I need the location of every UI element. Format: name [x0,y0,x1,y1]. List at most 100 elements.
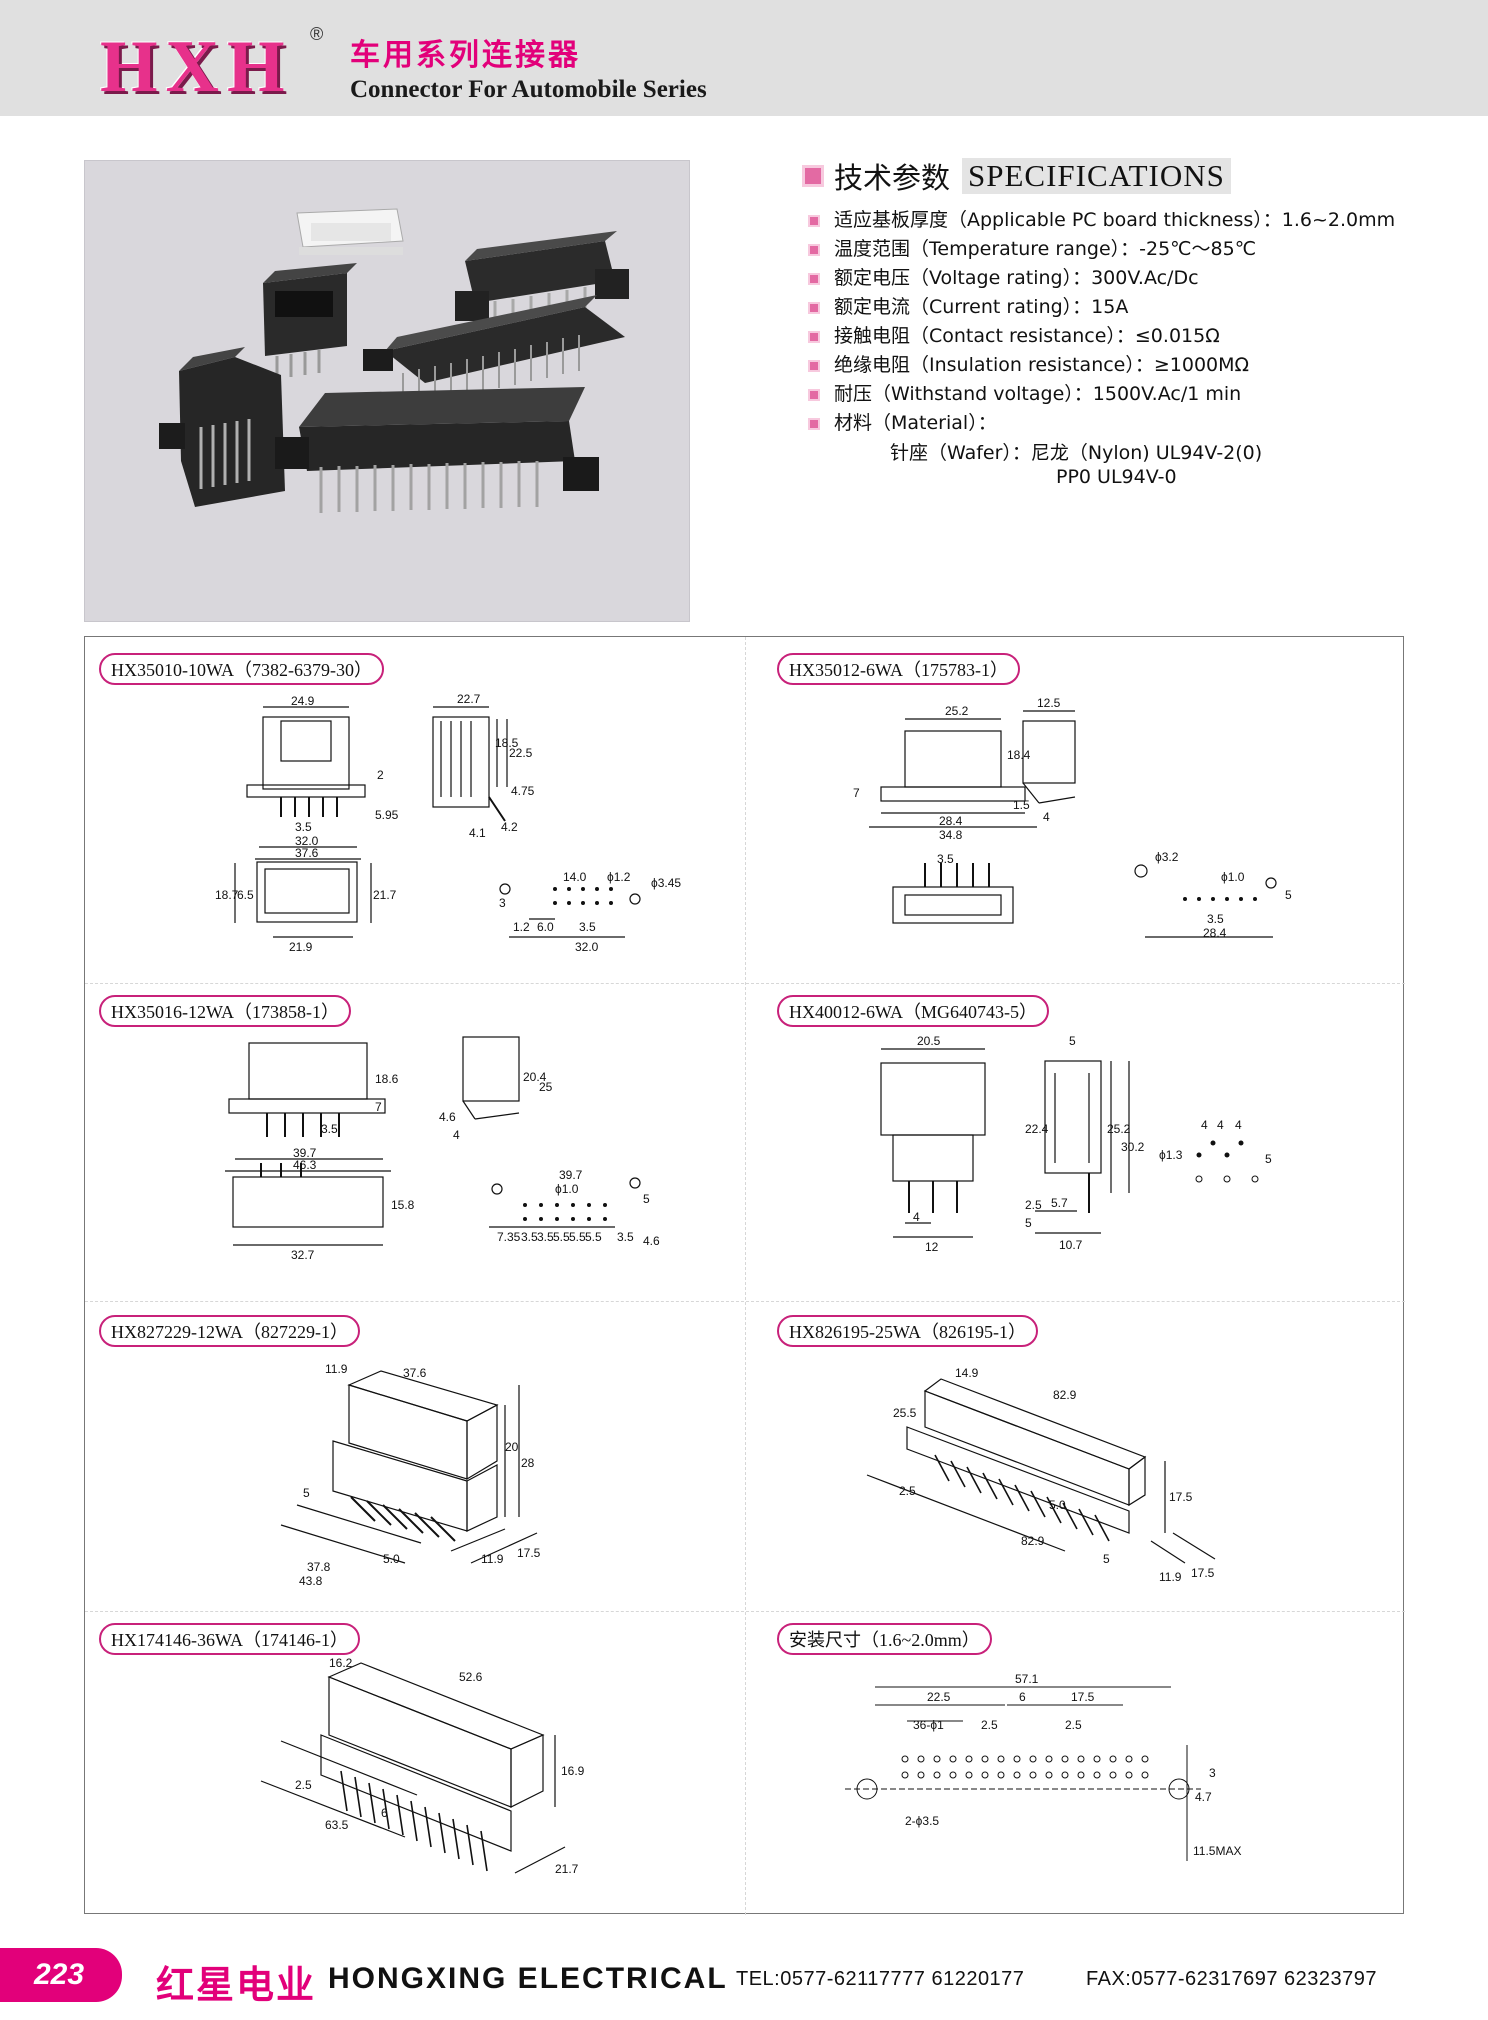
dim-label: 2.5 [295,1778,312,1792]
dim-label: 14.9 [955,1366,979,1380]
dim-label: 5.0 [1049,1498,1066,1512]
dim-label: 3 [499,896,506,910]
dim-label: 20.4 [523,1070,547,1084]
dim-label: 2.5 [899,1484,916,1498]
dim-label: 16.2 [329,1656,353,1670]
dim-label: 20 [505,1440,519,1454]
dim-label: 7 [853,786,860,800]
spec-item: 适应基板厚度（Applicable PC board thickness）：1.… [808,206,1395,235]
page-footer: 223 红星电业 HONGXING ELECTRICAL TEL:0577-62… [0,1934,1488,2020]
specifications-list: 适应基板厚度（Applicable PC board thickness）：1.… [808,206,1395,438]
square-bullet-icon [808,272,820,285]
square-bullet-icon [808,388,820,401]
dim-label: 2.5 [981,1718,998,1732]
dim-label: 15.8 [391,1198,415,1212]
black-connector-small-image [263,263,357,379]
dim-label: 37.6 [403,1366,427,1380]
model-label: 安装尺寸（1.6~2.0mm） [777,1623,992,1655]
dim-label: 5 [1025,1216,1032,1230]
dim-label: 18.6 [375,1072,399,1086]
dim-label: 82.9 [1053,1388,1077,1402]
dim-label: 3.5 [321,1122,338,1136]
dim-label: 32.7 [291,1248,315,1262]
dim-label: 22.5 [927,1690,951,1704]
square-bullet-icon [808,359,820,372]
dim-label: 3.5 [617,1230,634,1244]
dim-label: 5 [1103,1552,1110,1566]
model-label: HX35016-12WA（173858-1） [99,995,351,1027]
dim-label: 3 [1209,1766,1216,1780]
dim-label: 4.2 [501,820,518,834]
dim-label: 28.4 [939,814,963,828]
dim-label: 5 [1265,1152,1272,1166]
dim-label: 6.0 [537,920,554,934]
spec-item: 绝缘电阻（Insulation resistance）：≥1000MΩ [808,351,1395,380]
dim-label: 17.5 [1169,1490,1193,1504]
dim-label: 5.95 [375,808,399,822]
dim-label: 5 [303,1486,310,1500]
dim-label: 5 [1285,888,1292,902]
technical-drawing: 16.2 52.6 16.9 2.5 63.5 6 21.7 [260,1656,585,1876]
dim-label: 22.7 [457,692,481,706]
dim-label: 24.9 [291,694,315,708]
dim-label: 5.5 [553,1230,570,1244]
drawing-cell-hx40012: HX40012-6WA（MG640743-5） [745,983,1405,1301]
square-bullet-icon [808,330,820,343]
drawing-cell-hx827229: HX827229-12WA（827229-1） 11.9 37 [85,1301,745,1611]
white-connector-image [296,208,404,255]
grid-divider [85,1301,1405,1302]
telephone: TEL:0577-62117777 61220177 [736,1968,1025,1990]
dim-label: 5.5 [585,1230,602,1244]
dim-label: 63.5 [325,1818,349,1832]
dim-label: 1.2 [513,920,530,934]
dim-label: 3.5 [937,852,954,866]
dim-label: 6 [1019,1690,1026,1704]
dim-label: 6 [381,1806,388,1820]
dim-label: 25.2 [945,704,969,718]
dim-label: 25 [539,1080,553,1094]
page-header: HXH ® 车用系列连接器 Connector For Automobile S… [0,0,1488,116]
spec-item: 耐压（Withstand voltage）：1500V.Ac/1 min [808,380,1395,409]
dim-label: ϕ1.2 [607,870,631,884]
dim-label: ϕ3.2 [1155,850,1179,864]
dim-label: 39.7 [559,1168,583,1182]
dim-label: 17.5 [1071,1690,1095,1704]
dim-label: 5.0 [383,1552,400,1566]
dim-label: 11.5MAX [1193,1844,1241,1858]
dim-label: 4 [453,1128,460,1142]
dim-label: 28 [521,1456,535,1470]
dim-label: 4 [1217,1118,1224,1132]
dim-label: 3.5 [521,1230,538,1244]
brand-logo: HXH [100,26,293,108]
dim-label: 22.5 [509,746,533,760]
spec-item: 温度范围（Temperature range）：-25℃～85℃ [808,235,1395,264]
dim-label: 25.5 [893,1406,917,1420]
black-connector-10pin-image [159,347,285,507]
title-chinese: 车用系列连接器 [350,38,581,73]
dim-label: 11.9 [1159,1570,1182,1584]
square-bullet-icon [808,417,820,430]
technical-drawing: 24.9 22.7 18.5 22.5 2 4.75 5.95 4.2 4.1 … [215,692,681,954]
dim-label: ϕ1.0 [1221,870,1245,884]
dim-label: 4.75 [511,784,535,798]
spec-item: 额定电压（Voltage rating）：300V.Ac/Dc [808,264,1395,293]
drawing-cell-hx35010: HX35010-10WA（7382-6379-30） [85,637,745,983]
drawing-cell-hx174146: HX174146-36WA（174146-1） 16.2 [85,1611,745,1915]
material-wafer-line: 针座（Wafer）：尼龙（Nylon) UL94V-2(0) [890,442,1263,464]
dim-label: 82.9 [1021,1534,1045,1548]
dim-label: ϕ1.0 [555,1182,579,1196]
square-bullet-icon [808,214,820,227]
spec-heading-english: SPECIFICATIONS [962,158,1231,194]
dim-label: 21.7 [373,888,397,902]
technical-drawing: 25.2 12.5 18.4 7 1.5 4 28.4 34.8 3.5 ϕ3.… [853,696,1292,940]
spec-item: 接触电阻（Contact resistance）：≤0.015Ω [808,322,1395,351]
dim-label: 32.0 [575,940,599,954]
drawing-grid: HX35010-10WA（7382-6379-30） [84,636,1405,1915]
dim-label: 17.5 [1191,1566,1215,1580]
dim-label: 4 [1201,1118,1208,1132]
dim-label: 12.5 [1037,696,1061,710]
drawing-cell-mounting: 安装尺寸（1.6~2.0mm） 5 [745,1611,1405,1915]
model-label: HX40012-6WA（MG640743-5） [777,995,1049,1027]
dim-label: 18.7 [215,888,239,902]
dim-label: 7.35 [497,1230,521,1244]
